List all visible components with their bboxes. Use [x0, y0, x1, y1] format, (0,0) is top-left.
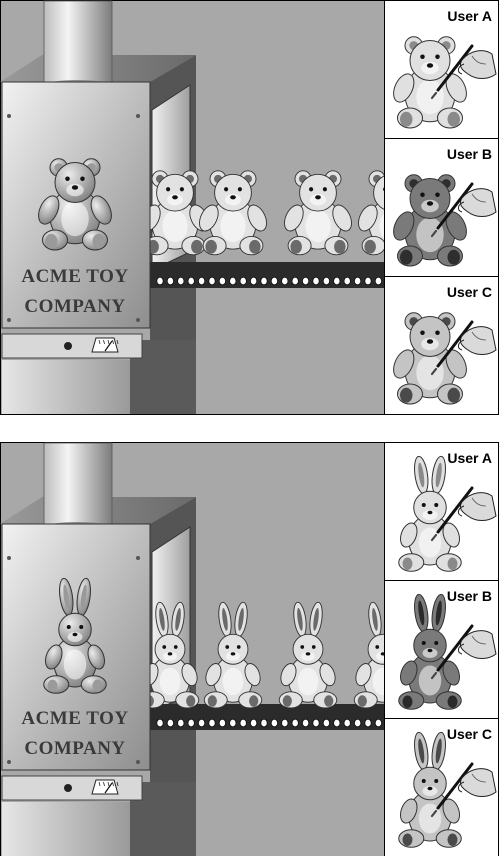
screw-3 — [7, 760, 11, 764]
belt-rabbit-3 — [278, 601, 338, 709]
panel-rabbits: ACME TOY COMPANY User A User B User C — [0, 442, 499, 856]
user-label-2: User B — [447, 146, 492, 162]
screw-2 — [136, 556, 140, 560]
user-bear-1 — [393, 36, 467, 129]
user-label-1: User A — [447, 450, 492, 466]
user-label-3: User C — [447, 726, 492, 742]
user-bear-2 — [393, 174, 467, 267]
gauge-needle — [104, 340, 113, 352]
user-label-2: User B — [447, 588, 492, 604]
gauge-needle — [104, 782, 113, 794]
plate-bear-emblem — [38, 158, 112, 251]
machine-base — [2, 802, 130, 856]
painting-hand-1 — [430, 486, 497, 542]
belt-bear-2 — [199, 170, 267, 256]
plate-text-line2: COMPANY — [24, 738, 125, 759]
plate-rabbit-emblem — [43, 577, 107, 694]
screw-1 — [7, 556, 11, 560]
screw-4 — [136, 318, 140, 322]
belt-bear-3 — [284, 170, 352, 256]
machine-base — [2, 360, 130, 414]
user-bear-3 — [393, 312, 467, 405]
conveyor-rollers — [156, 276, 382, 286]
user-rabbit-3 — [398, 731, 462, 848]
user-column: User A User B User C — [384, 0, 499, 415]
screw-1 — [7, 114, 11, 118]
gauge-dial — [91, 779, 119, 795]
conveyor-rollers — [156, 718, 382, 728]
gauge-dial — [91, 337, 119, 353]
chimney — [43, 442, 113, 528]
screw-4 — [136, 760, 140, 764]
plate-text-line1: ACME TOY — [21, 708, 128, 729]
painting-hand-2 — [430, 624, 497, 680]
painting-hand-2 — [430, 182, 497, 238]
user-label-3: User C — [447, 284, 492, 300]
plate-text-line1: ACME TOY — [21, 266, 128, 287]
painting-hand-1 — [430, 44, 497, 100]
chimney — [43, 0, 113, 86]
painting-hand-3 — [430, 762, 497, 818]
control-knob — [64, 342, 72, 350]
control-knob — [64, 784, 72, 792]
user-column: User A User B User C — [384, 442, 499, 856]
user-label-1: User A — [447, 8, 492, 24]
painting-hand-3 — [430, 320, 497, 376]
screw-3 — [7, 318, 11, 322]
plate-text-line2: COMPANY — [24, 296, 125, 317]
panel-bears: ACME TOY COMPANY User A User B User C — [0, 0, 499, 415]
screw-2 — [136, 114, 140, 118]
belt-rabbit-2 — [203, 601, 263, 709]
